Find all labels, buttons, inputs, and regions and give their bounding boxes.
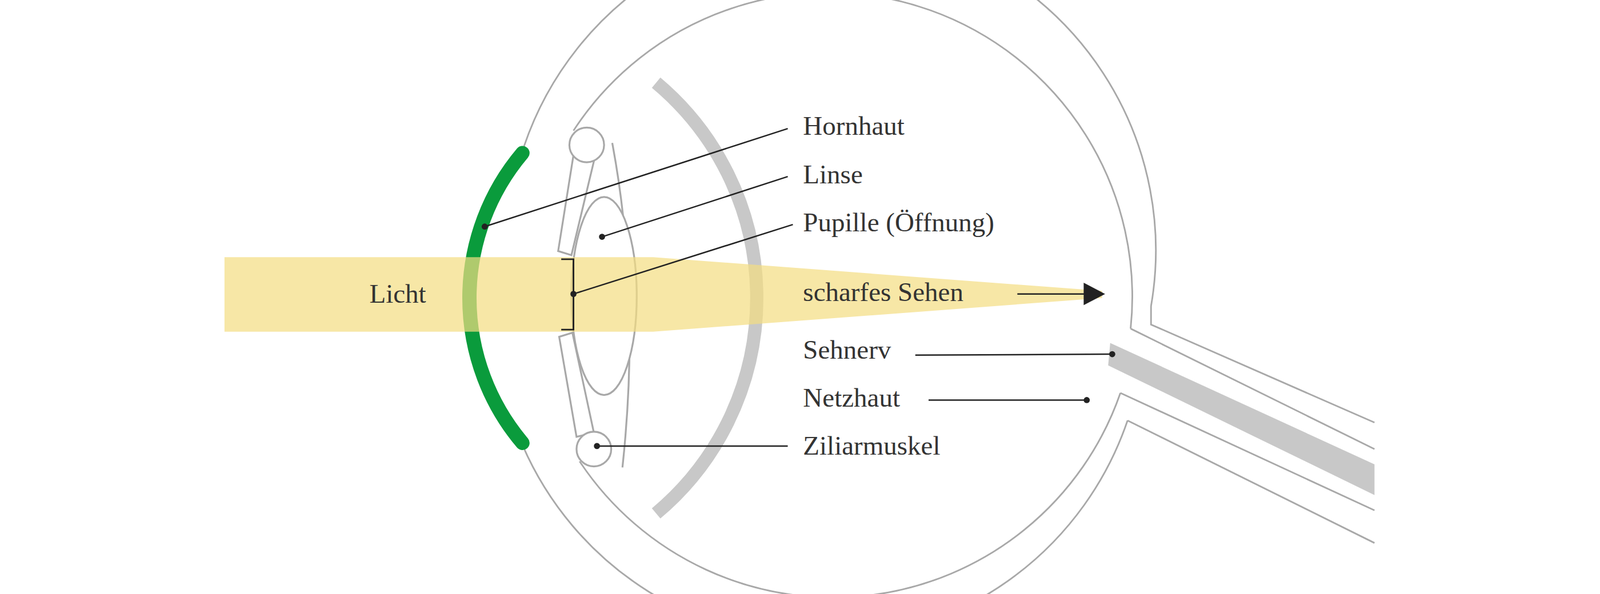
leader-line <box>602 176 788 237</box>
part-label: Sehnerv <box>802 334 891 366</box>
nerve-sheath <box>1150 306 1375 423</box>
part-label: Ziliarmuskel <box>802 430 940 462</box>
ciliary-body <box>576 432 612 467</box>
leader-dot <box>598 233 606 240</box>
leader-dot <box>1083 397 1090 404</box>
part-label: Netzhaut <box>802 382 900 414</box>
leader-line <box>1017 293 1088 295</box>
part-label: Hornhaut <box>802 110 905 142</box>
light-beam <box>224 257 1103 332</box>
nerve-sheath <box>1127 420 1375 543</box>
leader-dot <box>1109 351 1116 358</box>
part-label: Linse <box>802 158 863 190</box>
leader-line <box>573 224 794 295</box>
leader-line <box>915 354 1113 356</box>
sclera-outer <box>522 420 1128 594</box>
beam-label: scharfes Sehen <box>802 276 964 308</box>
ciliary-body <box>569 127 604 163</box>
leader-line <box>928 399 1087 402</box>
leader-dot <box>593 443 600 450</box>
leader-lines <box>484 128 1112 447</box>
arrow-head <box>1083 282 1106 306</box>
leader-dot <box>481 223 488 230</box>
sclera-inner <box>579 393 1120 594</box>
leader-line <box>597 445 788 448</box>
leader-dots <box>481 223 1116 450</box>
leader-line <box>484 128 788 227</box>
nerve-core <box>1108 342 1375 495</box>
part-label: Pupille (Öffnung) <box>802 206 995 238</box>
beam-label: Licht <box>369 278 426 310</box>
leader-dot <box>570 290 577 298</box>
